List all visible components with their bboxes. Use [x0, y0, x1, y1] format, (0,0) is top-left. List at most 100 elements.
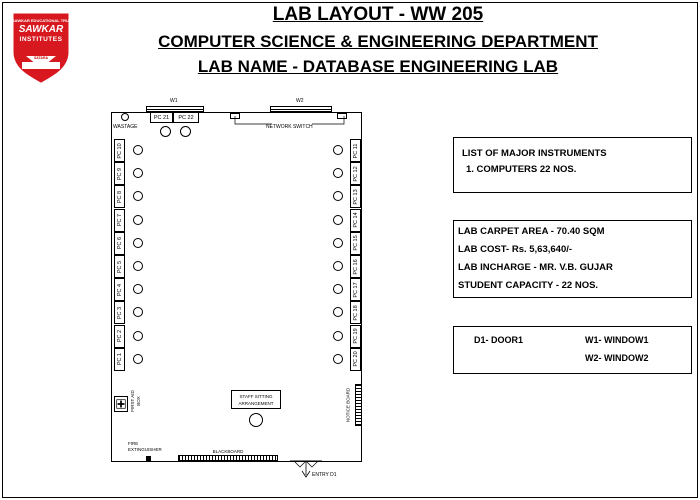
seat-pc-22 — [180, 126, 191, 137]
sawkar-logo — [13, 13, 69, 83]
seat-left-6 — [133, 261, 143, 271]
lab-name-title: LAB NAME - DATABASE ENGINEERING LAB — [197, 57, 559, 76]
wastage-bin-icon — [121, 113, 129, 121]
seat-left-7 — [133, 284, 143, 295]
pc-label: PC 18 — [352, 305, 359, 321]
window-w1-label: W1 — [170, 98, 178, 104]
pc-label: PC 2 — [116, 329, 123, 343]
pc-right-6: PC 16 — [350, 255, 361, 278]
staff-label-2: ARRANGEMENT — [238, 401, 274, 406]
fire-extinguisher-label: FIRE EXTINGUISHER — [128, 441, 162, 453]
instrument-item-1: 1. COMPUTERS 22 NOS. — [466, 164, 577, 175]
staff-seat — [249, 413, 263, 427]
pc-label: PC 15 — [352, 235, 359, 251]
pc-21: PC 21 — [150, 112, 173, 123]
logo-top-text: SAWKAR EDUCATIONAL TRUST — [12, 18, 75, 23]
pc-label: PC 14 — [352, 212, 359, 228]
pc-22: PC 22 — [173, 112, 199, 123]
switch-right-icon — [337, 113, 347, 119]
pc-right-2: PC 12 — [350, 162, 361, 186]
seat-right-2 — [333, 168, 343, 179]
pc-right-4: PC 14 — [350, 208, 361, 232]
pc-label: PC 20 — [352, 351, 359, 367]
instruments-box: LIST OF MAJOR INSTRUMENTS 1. COMPUTERS 2… — [453, 137, 692, 193]
lab-details-box: LAB CARPET AREA - 70.40 SQM LAB COST- Rs… — [453, 220, 692, 298]
pc-label: PC 10 — [116, 142, 123, 159]
pc-left-8: PC 3 — [114, 301, 125, 325]
fire-extinguisher-icon — [146, 456, 151, 462]
legend-window-1: W1- WINDOW1 — [585, 335, 649, 345]
pc-left-5: PC 6 — [114, 231, 125, 255]
lab-incharge: LAB INCHARGE - MR. V.B. GUJAR — [458, 262, 613, 273]
first-aid-label: FIRST AID BOX — [130, 390, 142, 411]
seat-left-3 — [133, 191, 143, 202]
pc-label: PC 11 — [352, 143, 359, 158]
pc-label: PC 1 — [116, 353, 123, 366]
logo-city: SATARA — [33, 56, 49, 60]
pc-left-9: PC 2 — [114, 324, 125, 348]
instruments-heading: LIST OF MAJOR INSTRUMENTS — [462, 148, 607, 159]
seat-right-8 — [333, 307, 343, 318]
staff-label-1: STAFF SITTING — [239, 394, 273, 399]
legend-box: D1- DOOR1 W1- WINDOW1 W2- WINDOW2 — [453, 326, 692, 374]
logo-sub: INSTITUTES — [19, 36, 63, 43]
lab-outline — [111, 112, 362, 462]
seat-left-9 — [133, 330, 143, 341]
entry-door-icon — [290, 460, 322, 478]
pc-left-1: PC 10 — [114, 139, 125, 162]
window-w2-label: W2 — [296, 98, 304, 104]
seat-right-1 — [333, 145, 343, 155]
pc-left-6: PC 5 — [114, 255, 125, 278]
pc-left-7: PC 4 — [114, 278, 125, 302]
pc-right-7: PC 17 — [350, 278, 361, 302]
seat-right-7 — [333, 284, 343, 295]
pc-label: PC 3 — [116, 306, 123, 320]
pc-label: PC 9 — [116, 167, 123, 180]
pc-right-1: PC 11 — [350, 139, 361, 162]
pc-right-9: PC 19 — [350, 324, 361, 348]
student-capacity: STUDENT CAPACITY - 22 NOS. — [458, 280, 599, 291]
seat-left-4 — [133, 214, 143, 225]
seat-left-2 — [133, 168, 143, 179]
wastage-label: WASTAGE — [113, 124, 138, 130]
network-switch-label: NETWORK SWITCH — [266, 124, 313, 130]
seat-right-10 — [333, 353, 343, 364]
notice-board — [355, 384, 362, 426]
logo-name: SAWKAR — [18, 24, 64, 35]
blackboard-label: BLACKBOARD — [212, 449, 244, 454]
window-w2 — [270, 106, 332, 112]
pc-left-3: PC 8 — [114, 185, 125, 209]
pc-label: PC 8 — [116, 190, 123, 204]
pc-label: PC 19 — [352, 328, 359, 344]
carpet-area: LAB CARPET AREA - 70.40 SQM — [458, 226, 605, 237]
lab-cost: LAB COST- Rs. 5,63,640/- — [458, 244, 573, 255]
pc-label: PC 5 — [116, 260, 123, 273]
seat-right-6 — [333, 261, 343, 271]
entry-label: ENTRY D1 — [312, 472, 337, 478]
pc-label: PC 7 — [116, 213, 123, 227]
pc-right-10: PC 20 — [350, 347, 361, 371]
first-aid-label-2: BOX — [136, 396, 141, 406]
fire-label-2: EXTINGUISHER — [128, 447, 162, 452]
legend-door: D1- DOOR1 — [474, 335, 524, 345]
seat-pc-21 — [160, 126, 171, 137]
seat-right-5 — [333, 237, 343, 248]
department-title: COMPUTER SCIENCE & ENGINEERING DEPARTMEN… — [158, 32, 598, 51]
seat-left-1 — [133, 145, 143, 155]
pc-right-8: PC 18 — [350, 301, 361, 325]
pc-left-4: PC 7 — [114, 208, 125, 232]
seat-left-5 — [133, 237, 143, 248]
pc-label: PC 17 — [352, 282, 359, 298]
pc-label: PC 13 — [352, 189, 359, 205]
pc-right-5: PC 15 — [350, 231, 361, 255]
pc-right-3: PC 13 — [350, 185, 361, 209]
seat-right-4 — [333, 214, 343, 225]
pc-left-2: PC 9 — [114, 162, 125, 186]
pc-label: PC 12 — [352, 166, 359, 182]
legend-window-2: W2- WINDOW2 — [585, 353, 649, 363]
first-aid-box-icon — [114, 396, 128, 412]
network-switch-line — [234, 116, 345, 125]
pc-label: PC 6 — [116, 237, 123, 250]
notice-board-label: NOTICE BOARD — [345, 387, 351, 423]
